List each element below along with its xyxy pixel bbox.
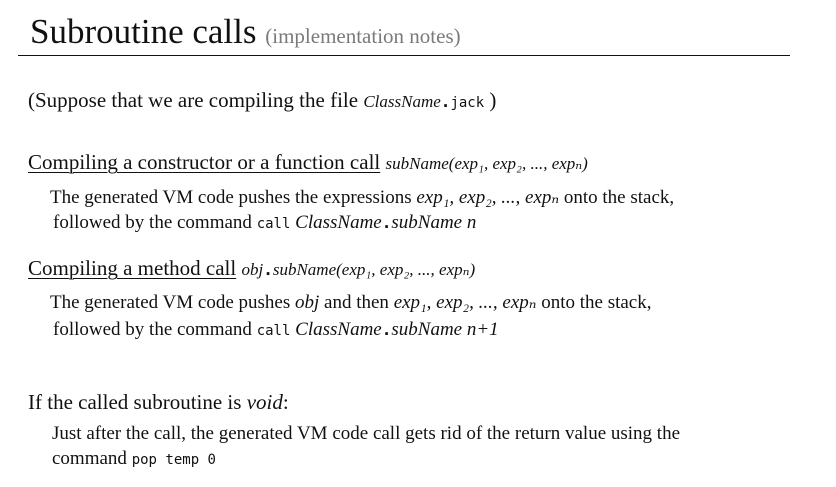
- section2-sig-dot: .: [263, 260, 273, 279]
- section1-line1-exps: exp₁, exp₂, ..., expₙ: [416, 187, 560, 208]
- section2-line1-exps: exp₁, exp₂, ..., expₙ: [393, 292, 537, 313]
- section2-line1-prefix: The generated VM code pushes: [50, 292, 291, 313]
- section1-sig-args: (exp₁, exp₂, ..., expₙ): [448, 154, 588, 173]
- section2-line1-mid: and then: [324, 292, 389, 313]
- void-colon: :: [282, 390, 289, 414]
- section1-arg: n: [466, 212, 477, 233]
- section2-heading-line: Compiling a method call obj.subName(exp₁…: [28, 256, 475, 281]
- section1-line1-prefix: The generated VM code pushes the express…: [50, 187, 412, 208]
- section2-line1-obj: obj: [295, 292, 320, 313]
- title-subtitle: (implementation notes): [265, 24, 461, 48]
- page-title: Subroutine calls (implementation notes): [30, 10, 461, 58]
- section1-dot: .: [381, 213, 392, 232]
- section1-line1: The generated VM code pushes the express…: [50, 186, 674, 209]
- section2-dot: .: [381, 320, 392, 339]
- section1-cmd: call: [256, 216, 291, 232]
- section1-sig-name: subName: [385, 154, 449, 173]
- section2-cmd: call: [256, 323, 291, 339]
- section1-classname: ClassName: [295, 212, 382, 233]
- section2-subname: subName: [391, 319, 463, 340]
- title-main: Subroutine calls: [30, 12, 257, 51]
- section2-sig-name: subName: [272, 260, 337, 279]
- section2-line2-prefix: followed by the command: [53, 319, 252, 340]
- void-line2-prefix: command: [52, 448, 127, 469]
- void-line2: command pop temp 0: [52, 448, 216, 470]
- void-line1: Just after the call, the generated VM co…: [52, 423, 681, 444]
- void-heading-line: If the called subroutine is void:: [28, 390, 289, 415]
- section2-line1-suffix: onto the stack,: [541, 292, 652, 313]
- section1-line2: followed by the command call ClassName.s…: [53, 212, 476, 234]
- void-prefix: If the called subroutine is: [28, 390, 242, 414]
- section1-line1-suffix: onto the stack,: [563, 187, 675, 208]
- suppose-line: (Suppose that we are compiling the file …: [28, 88, 496, 113]
- suppose-text: (Suppose that we are compiling the file: [28, 88, 359, 112]
- suppose-close: ): [489, 88, 497, 112]
- suppose-classname: ClassName: [363, 92, 441, 111]
- section2-arg: n+1: [466, 319, 499, 340]
- void-cmd: pop temp 0: [131, 452, 216, 468]
- section2-line2: followed by the command call ClassName.s…: [53, 319, 499, 341]
- void-word: void: [246, 390, 283, 414]
- suppose-ext: jack: [450, 95, 485, 111]
- title-divider: [18, 55, 790, 56]
- section2-sig-args: (exp₁, exp₂, ..., expₙ): [336, 260, 476, 279]
- section2-heading: Compiling a method call: [28, 256, 237, 280]
- section2-classname: ClassName: [295, 319, 382, 340]
- section1-heading-line: Compiling a constructor or a function ca…: [28, 150, 588, 175]
- suppose-dot: .: [440, 92, 451, 111]
- section1-line2-prefix: followed by the command: [53, 212, 252, 233]
- section2-sig-obj: obj: [241, 260, 264, 279]
- section1-heading: Compiling a constructor or a function ca…: [28, 150, 381, 174]
- section2-line1: The generated VM code pushes obj and the…: [50, 291, 651, 314]
- section1-subname: subName: [391, 212, 463, 233]
